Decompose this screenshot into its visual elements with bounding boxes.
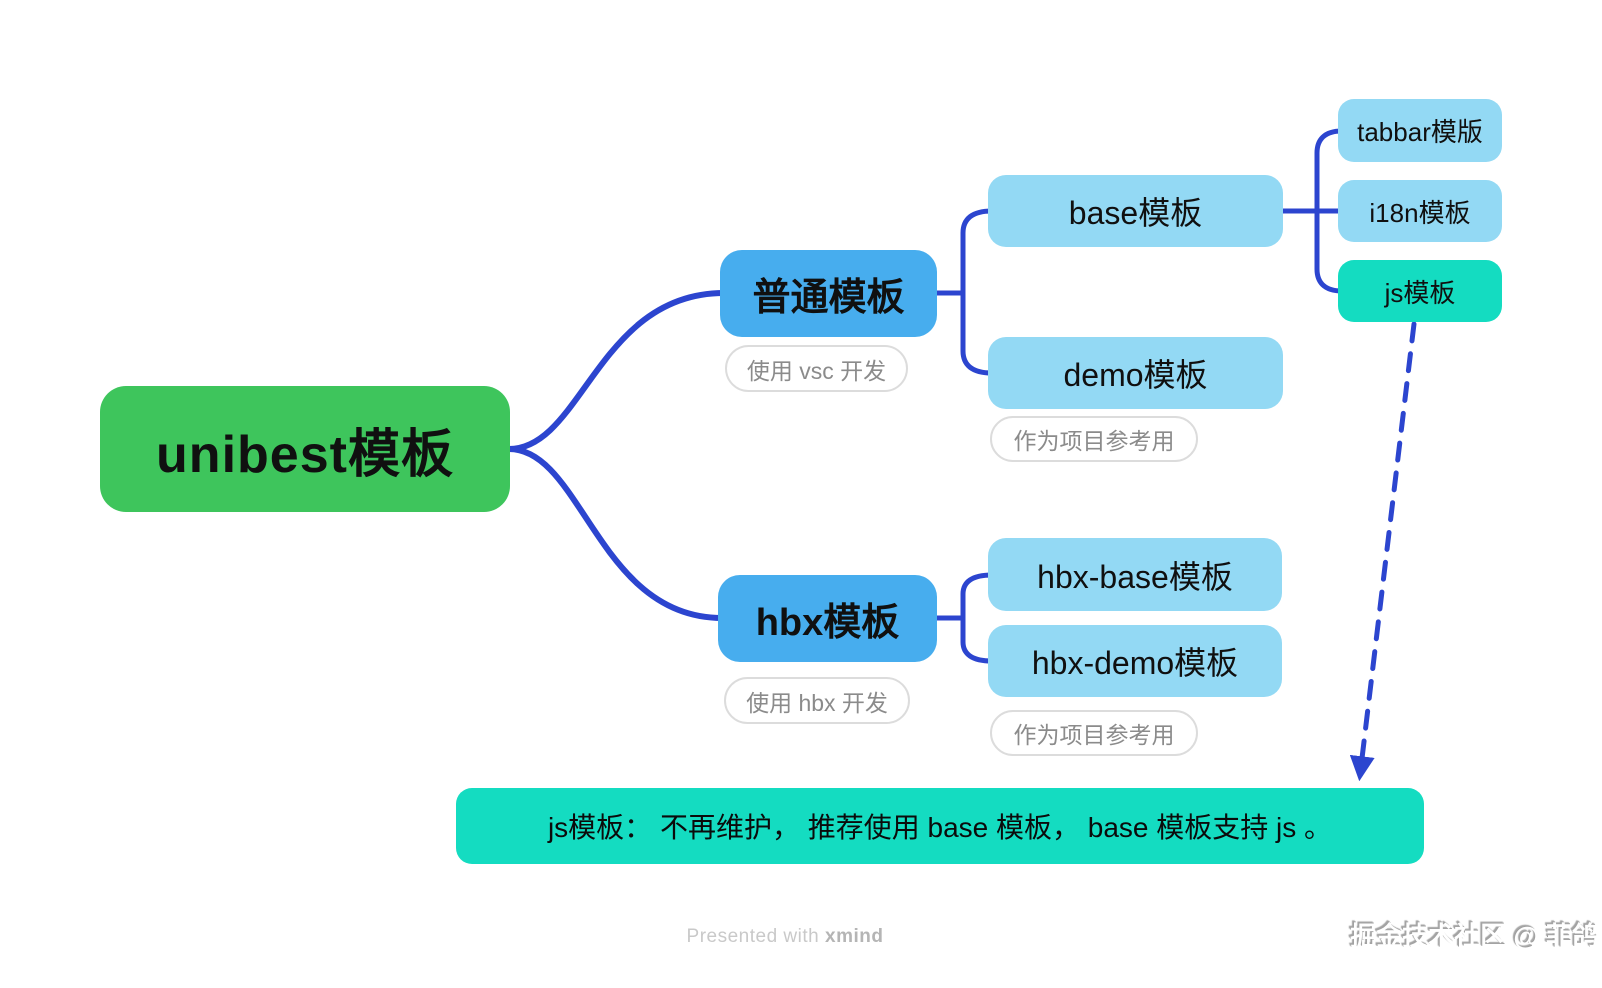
node-hbx[interactable]: hbx模板: [718, 575, 937, 662]
footer-brand-text: xmind: [825, 926, 884, 947]
note-demo[interactable]: 作为项目参考用: [990, 416, 1198, 462]
callout-banner[interactable]: js模板： 不再维护， 推荐使用 base 模板， base 模板支持 js 。: [456, 788, 1424, 864]
connector-root-putong: [506, 290, 727, 452]
connector-root-hbx: [506, 446, 725, 621]
node-hbx-base[interactable]: hbx-base模板: [988, 538, 1282, 611]
connector-hbx-children-bracket: [960, 572, 995, 664]
footer-presented-text: Presented with: [686, 926, 825, 947]
node-putong[interactable]: 普通模板: [720, 250, 937, 337]
dashed-arrow-js-callout: [1349, 321, 1417, 782]
note-putong[interactable]: 使用 vsc 开发: [725, 345, 908, 392]
node-js[interactable]: js模板: [1338, 260, 1502, 322]
node-hbx-demo[interactable]: hbx-demo模板: [988, 625, 1282, 697]
node-demo[interactable]: demo模板: [988, 337, 1283, 409]
note-hbx[interactable]: 使用 hbx 开发: [724, 677, 910, 724]
node-base[interactable]: base模板: [988, 175, 1283, 247]
node-root[interactable]: unibest模板: [100, 386, 510, 512]
node-tabbar[interactable]: tabbar模版: [1338, 99, 1502, 162]
watermark: 掘金技术社区 @ 菲鸽: [1350, 921, 1598, 951]
footer-credit: Presented with xmind: [0, 926, 1570, 948]
connector-base-children-bracket: [1314, 128, 1345, 294]
connector-putong-children-bracket: [960, 208, 995, 376]
node-i18n[interactable]: i18n模板: [1338, 180, 1502, 242]
note-hbx-demo[interactable]: 作为项目参考用: [990, 710, 1198, 756]
